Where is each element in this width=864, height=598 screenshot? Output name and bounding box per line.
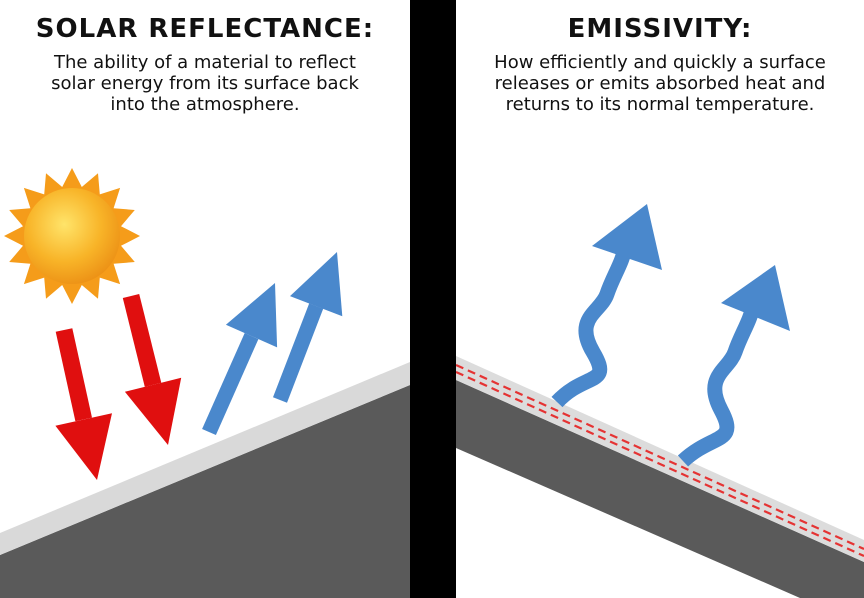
sun-icon <box>4 168 140 304</box>
left-panel-title: SOLAR REFLECTANCE: <box>35 14 375 44</box>
wavy-heat-arrow-head <box>592 204 662 270</box>
right-panel-description: How efficiently and quickly a surface re… <box>494 52 826 115</box>
wavy-heat-arrow-shaft <box>551 245 633 408</box>
left-panel-description: The ability of a material to reflect sol… <box>51 52 359 115</box>
right-roof <box>455 356 864 598</box>
heat-line-lower <box>455 370 864 558</box>
left-roof <box>0 362 410 598</box>
red-incoming-arrow-icon <box>55 328 112 480</box>
wavy-heat-arrow-icon <box>551 204 662 408</box>
wavy-heat-arrow-head <box>721 265 790 331</box>
blue-arrow-head <box>225 283 278 348</box>
right-roof-body <box>456 380 864 598</box>
wavy-heat-arrow-shaft <box>677 303 761 467</box>
blue-reflected-arrow-icon <box>202 283 278 435</box>
blue-reflected-arrow-icon <box>273 252 343 403</box>
left-panel-text: SOLAR REFLECTANCE: The ability of a mate… <box>0 0 410 115</box>
right-panel-title: EMISSIVITY: <box>567 14 753 44</box>
heat-line-upper <box>455 363 864 551</box>
red-arrow-shaft <box>122 294 162 387</box>
right-roof-coating <box>456 356 864 562</box>
left-roof-body <box>0 385 410 598</box>
blue-arrow-shaft <box>202 333 259 435</box>
red-incoming-arrow-icon <box>122 294 182 445</box>
blue-arrow-head <box>290 252 343 317</box>
sun-core <box>24 188 120 284</box>
center-divider <box>410 0 456 598</box>
right-panel-text: EMISSIVITY: How efficiently and quickly … <box>456 0 864 115</box>
blue-arrow-shaft <box>273 303 324 403</box>
left-roof-coating <box>0 362 410 555</box>
red-arrow-shaft <box>55 328 92 422</box>
wavy-heat-arrow-icon <box>677 265 790 467</box>
red-arrow-head <box>124 377 182 445</box>
red-arrow-head <box>55 413 112 480</box>
